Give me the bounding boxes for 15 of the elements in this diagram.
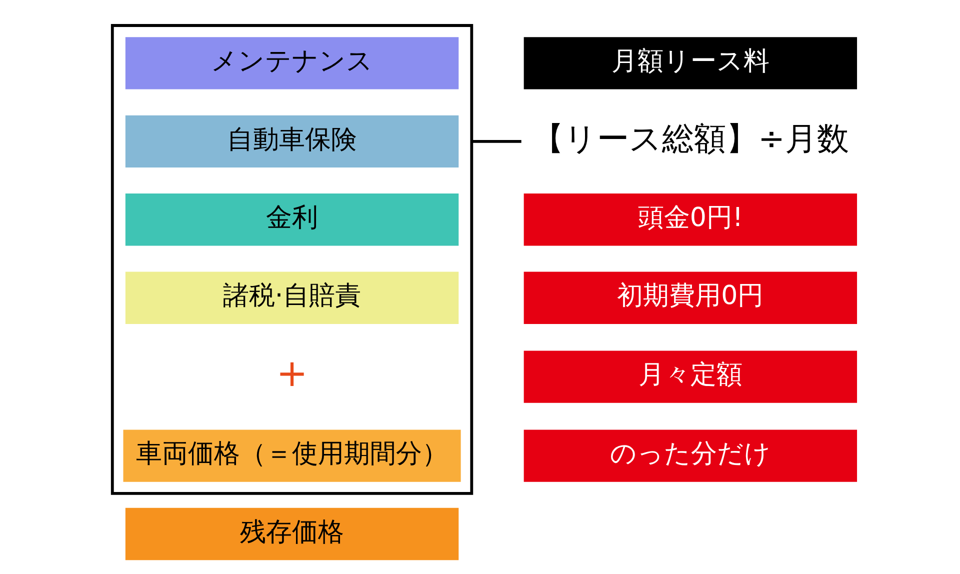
node-text: 【リース総額】÷月数 [532, 120, 849, 158]
node-box: 月額リース料 [524, 37, 858, 90]
node-box: 金利 [125, 194, 459, 246]
connector [472, 140, 522, 143]
node-box: 諸税·自賠責 [125, 272, 459, 324]
label: + [276, 350, 308, 395]
node-box: 車両価格（＝使用期間分） [123, 430, 461, 482]
node-box: 月々定額 [524, 350, 858, 403]
node-box: 自動車保険 [125, 115, 459, 168]
node-box: 残存価格 [125, 508, 459, 560]
node-box: メンテナンス [125, 37, 459, 90]
node-box: 頭金0円! [524, 194, 858, 246]
node-box: 初期費用0円 [524, 272, 858, 324]
cluster [110, 24, 474, 495]
node-box: のった分だけ [524, 430, 858, 482]
